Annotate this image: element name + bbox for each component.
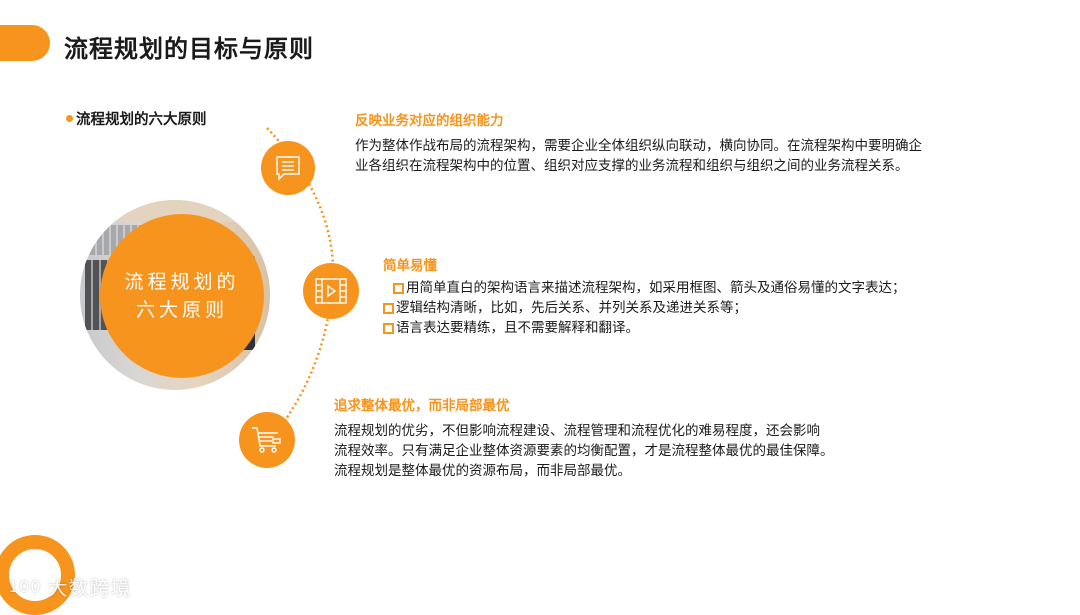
shopping-cart-icon bbox=[239, 412, 295, 468]
list-item: 语言表达要精练，且不需要解释和翻译。 bbox=[383, 318, 983, 338]
subtitle-text: 流程规划的六大原则 bbox=[76, 112, 207, 128]
watermark-text: 大数跨境 bbox=[47, 576, 132, 600]
list-item: 逻辑结构清晰，比如，先后关系、并列关系及递进关系等； bbox=[383, 298, 983, 318]
film-play-icon bbox=[303, 263, 359, 319]
section-3-body: 流程规划的优劣，不但影响流程建设、流程管理和流程优化的难易程度，还会影响 流程效… bbox=[334, 423, 834, 479]
section-2-body: 用简单直白的架构语言来描述流程架构，如采用框图、箭头及通俗易懂的文字表达； 逻辑… bbox=[383, 278, 983, 338]
page-title: 流程规划的目标与原则 bbox=[64, 35, 314, 63]
section-2-title: 简单易懂 bbox=[383, 258, 437, 274]
bullet-dot bbox=[66, 115, 73, 122]
center-label-circle: 流程规划的 六大原则 bbox=[100, 214, 264, 378]
list-item: 用简单直白的架构语言来描述流程架构，如采用框图、箭头及通俗易懂的文字表达； bbox=[383, 278, 983, 298]
center-label-line1: 流程规划的 bbox=[124, 271, 240, 293]
subtitle: 流程规划的六大原则 bbox=[66, 108, 207, 129]
chat-icon bbox=[261, 141, 315, 195]
checkbox-bullet-icon bbox=[383, 322, 394, 334]
watermark-logo-icon: 100 bbox=[8, 577, 42, 596]
checkbox-bullet-icon bbox=[393, 282, 404, 294]
section-1-body: 作为整体作战布局的流程架构，需要企业全体组织纵向联动，横向协同。在流程架构中要明… bbox=[355, 138, 922, 174]
checkbox-bullet-icon bbox=[383, 302, 394, 314]
watermark: 100 大数跨境 bbox=[8, 572, 132, 601]
section-3-title: 追求整体最优，而非局部最优 bbox=[334, 398, 510, 414]
center-label-line2: 六大原则 bbox=[135, 299, 228, 321]
title-tab-decoration bbox=[0, 25, 50, 61]
section-1-title: 反映业务对应的组织能力 bbox=[355, 113, 504, 129]
